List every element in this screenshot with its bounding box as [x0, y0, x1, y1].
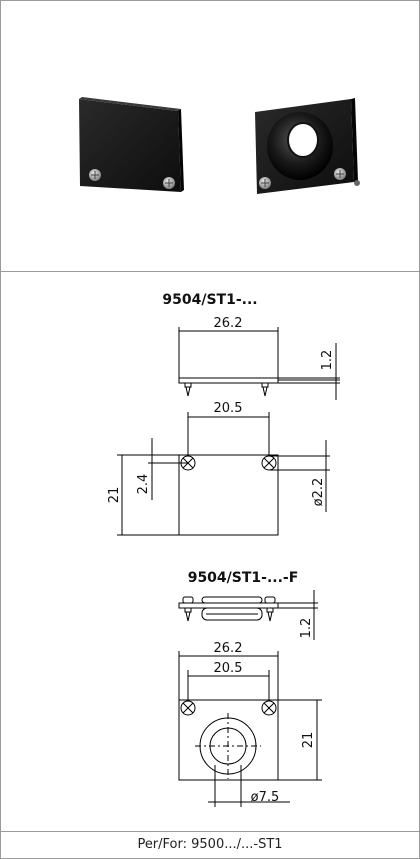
width-dimension-label: 26.2	[214, 641, 243, 656]
hole-diameter-label: ø2.2	[311, 478, 326, 507]
hole-offset-label: 2.4	[136, 474, 151, 495]
hole-spacing-label: 20.5	[214, 661, 243, 676]
thickness-dimension-label: 1.2	[299, 618, 314, 639]
drawing-title: 9504/ST1-...-F	[188, 570, 299, 586]
product-photo-flanged-plate	[255, 98, 360, 194]
technical-drawing-flanged-plate: 9504/ST1-...-F 1.2 26.2 20.5	[178, 570, 322, 807]
bore-diameter-label: ø7.5	[251, 790, 280, 805]
compatibility-note: Per/For: 9500.../...-ST1	[137, 837, 283, 852]
hole-spacing-label: 20.5	[214, 401, 243, 416]
drawing-title: 9504/ST1-...	[162, 292, 257, 308]
height-dimension-label: 21	[301, 732, 316, 749]
height-dimension-label: 21	[107, 487, 122, 504]
width-dimension-label: 26.2	[214, 316, 243, 331]
product-photo-blank-plate	[79, 97, 184, 192]
technical-drawing-plate: 9504/ST1-... 26.2 1.2 20.5	[107, 292, 340, 536]
thickness-dimension-label: 1.2	[320, 350, 335, 371]
